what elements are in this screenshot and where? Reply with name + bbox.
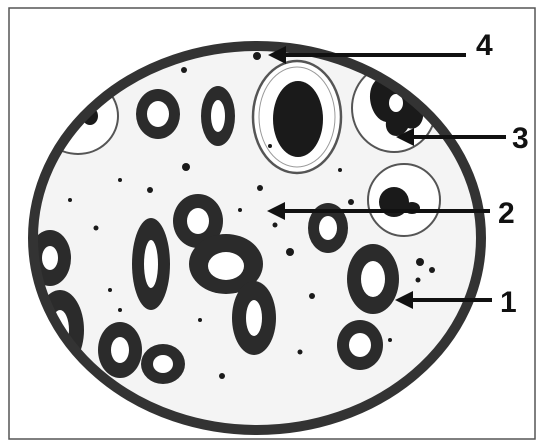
label-4: 4	[476, 29, 493, 62]
label-2: 2	[498, 197, 515, 230]
label-1: 1	[500, 286, 517, 319]
label-3: 3	[512, 122, 529, 155]
microscope-field	[29, 45, 481, 430]
